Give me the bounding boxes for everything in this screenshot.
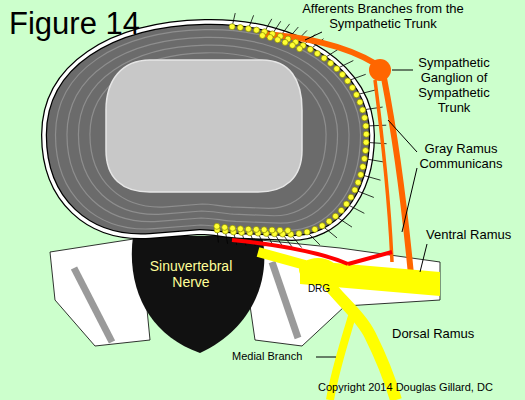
sinuvertebral-sympathetic-root	[348, 252, 392, 264]
nerve-ending-dot	[363, 139, 369, 145]
nerve-ending-dot	[357, 99, 363, 105]
left-facet	[74, 268, 112, 342]
nerve-ending-dot	[328, 60, 334, 66]
nerve-ending-dot	[259, 32, 265, 38]
leader-line	[305, 32, 322, 40]
nerve-ending-dot	[253, 226, 259, 232]
figure-title: Figure 14	[9, 6, 140, 42]
nerve-ending-dot	[339, 72, 345, 78]
nerve-ending-dot	[355, 179, 361, 185]
afferent-fibres	[217, 13, 386, 247]
nerve-ending-dot	[253, 27, 259, 33]
lamella	[78, 45, 337, 216]
afferent-branch-trunk	[262, 34, 376, 64]
nerve-ending-dot	[348, 194, 354, 200]
nerve-ending-dot	[297, 46, 303, 52]
nerve-ending-dot	[237, 25, 243, 31]
nerve-ending-dot	[230, 225, 236, 231]
nerve-ending-dot	[261, 227, 267, 233]
nerve-ending-dot	[296, 231, 302, 237]
structure-label: Medial Branch	[232, 350, 324, 363]
nerve-ending-dot	[245, 26, 251, 32]
dorsal-root-ganglion	[299, 258, 337, 282]
nerve-ending-dot	[362, 148, 368, 154]
nerve-ending-dot	[275, 37, 281, 43]
lamella	[90, 53, 326, 209]
nerve-ending-dot	[245, 226, 251, 232]
disc-annulus	[44, 22, 372, 238]
annulus-lamellae	[55, 30, 360, 231]
nerve-ending-dot	[285, 228, 291, 234]
nerve-ending-dot	[361, 156, 367, 162]
nerve-ending-dot	[269, 227, 275, 233]
nerve-endings	[214, 24, 369, 238]
nerve-ending-dot	[345, 78, 351, 84]
nerve-ending-dot	[343, 201, 349, 207]
leader-line	[402, 168, 417, 232]
nerve-ending-dot	[352, 187, 358, 193]
nerve-ending-dot	[353, 92, 359, 98]
sinuvertebral-nerve	[232, 240, 348, 264]
nerve-ending-dot	[229, 24, 235, 30]
nerve-ending-dot	[363, 123, 369, 129]
gray-ramus	[375, 80, 392, 262]
nerve-ending-dot	[326, 218, 332, 224]
leader-line	[420, 244, 427, 272]
nerve-ending-dot	[363, 131, 369, 137]
disc-edge-guide	[44, 22, 372, 238]
structure-label: Sinuvertebral Nerve	[140, 258, 242, 290]
structure-label: DRG	[303, 283, 335, 295]
leader-line	[316, 357, 336, 358]
nerve-ending-dot	[237, 226, 243, 232]
nerve-ending-dot	[307, 46, 313, 52]
nerve-ending-dot	[321, 55, 327, 61]
nerve-ending-dot	[349, 85, 355, 91]
nerve-ending-dot	[334, 66, 340, 72]
nerve-ending-dot	[214, 223, 220, 229]
sympathetic-ganglion	[369, 59, 391, 81]
nerve-ending-dot	[267, 34, 273, 40]
structure-label: Gray Ramus Communicans	[414, 142, 508, 172]
nerve-ending-dot	[222, 224, 228, 230]
disc-rim	[44, 22, 372, 238]
structure-label: Afferents Branches from the Sympathetic …	[298, 2, 468, 32]
structure-label: Dorsal Ramus	[392, 327, 502, 342]
nerve-ending-dot	[332, 213, 338, 219]
nerve-ending-dot	[319, 223, 325, 229]
leader-line	[388, 120, 417, 152]
nerve-ending-dot	[362, 115, 368, 121]
structure-label: Sympathetic Ganglion of Sympathetic Trun…	[412, 56, 496, 116]
nerve-ending-dot	[282, 39, 288, 45]
nerve-ending-dot	[289, 42, 295, 48]
nucleus-pulposus	[106, 60, 302, 192]
nerve-root	[258, 252, 305, 265]
nerve-ending-dot	[358, 172, 364, 178]
leader-lines	[305, 32, 427, 357]
right-facet	[272, 262, 298, 338]
copyright-note: Copyright 2014 Douglas Gillard, DC	[318, 381, 525, 394]
structure-label: Ventral Ramus	[426, 228, 524, 243]
nerve-ending-dot	[338, 207, 344, 213]
lamella	[55, 30, 360, 231]
leader-line	[392, 70, 413, 71]
lamella	[67, 37, 349, 223]
nerve-ending-dot	[304, 229, 310, 235]
nerve-ending-dot	[314, 51, 320, 57]
nerve-ending-dot	[312, 226, 318, 232]
spinal-canal	[132, 236, 265, 353]
nerve-ending-dot	[277, 227, 283, 233]
nerve-ending-dot	[360, 164, 366, 170]
nerve-ending-dot	[360, 107, 366, 113]
